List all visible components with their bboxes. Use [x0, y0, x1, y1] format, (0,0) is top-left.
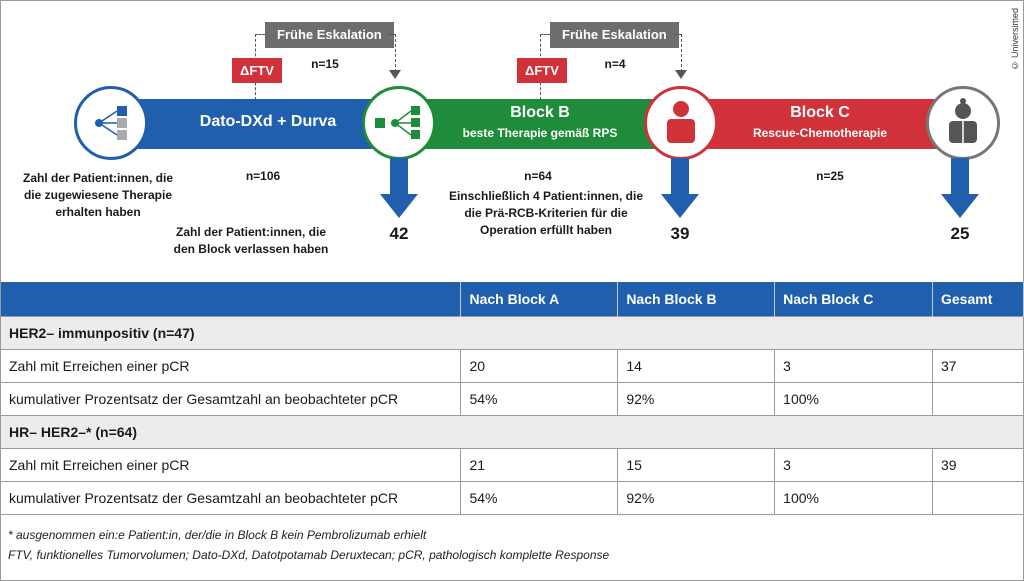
- table-cell: 37: [932, 349, 1024, 383]
- table-cell: Zahl mit Erreichen einer pCR: [0, 448, 462, 482]
- dftv-badge-2: ΔFTV: [517, 58, 567, 83]
- escalation-connector: [540, 34, 550, 35]
- block-b-bar: Block B beste Therapie gemäß RPS: [400, 99, 680, 149]
- exit-count-b: 39: [670, 224, 690, 243]
- table-row: Zahl mit Erreichen einer pCR 20 14 3 37: [0, 349, 1024, 383]
- table-row: kumulativer Prozentsatz der Gesamtzahl a…: [0, 382, 1024, 416]
- randomization-icon: [375, 106, 420, 139]
- down-arrow-icon: [941, 158, 979, 218]
- table-cell: 39: [932, 448, 1024, 482]
- table-cell: [932, 382, 1024, 416]
- section-title: HER2– immunpositiv (n=47): [0, 316, 1024, 350]
- footnote-exclusion: * ausgenommen ein:e Patient:in, der/die …: [8, 528, 427, 542]
- escalation-count-1: n=15: [311, 57, 339, 71]
- table-cell: 92%: [617, 382, 776, 416]
- table-section-row: HER2– immunpositiv (n=47): [0, 316, 1024, 350]
- table-cell: 100%: [774, 481, 933, 515]
- block-b-count: n=64: [524, 169, 552, 183]
- table-header-row: Nach Block A Nach Block B Nach Block C G…: [0, 282, 1024, 317]
- note-assigned-therapy: Zahl der Patient:innen, die die zugewies…: [22, 171, 174, 219]
- randomization-node: [74, 86, 148, 160]
- escalation-arrowhead: [675, 70, 687, 79]
- table-cell: [932, 481, 1024, 515]
- table-cell: 21: [460, 448, 619, 482]
- block-a-label: Dato-DXd + Durva: [199, 113, 337, 130]
- table-cell: kumulativer Prozentsatz der Gesamtzahl a…: [0, 382, 462, 416]
- table-cell: 92%: [617, 481, 776, 515]
- section-title: HR– HER2–* (n=64): [0, 415, 1024, 449]
- table-header-cell: Nach Block C: [774, 282, 933, 317]
- block-a-count: n=106: [245, 169, 281, 183]
- table-cell: 15: [617, 448, 776, 482]
- table-cell: 54%: [460, 382, 619, 416]
- table-row: Zahl mit Erreichen einer pCR 21 15 3 39: [0, 448, 1024, 482]
- early-escalation-label-1: Frühe Eskalation: [265, 22, 394, 48]
- table-header-cell: Nach Block A: [460, 282, 619, 317]
- escalation-connector: [674, 34, 681, 35]
- escalation-connector: [389, 34, 395, 35]
- surgery-node: [926, 86, 1000, 160]
- pcr-results-table: Nach Block A Nach Block B Nach Block C G…: [0, 282, 1024, 515]
- table-header-cell: Nach Block B: [617, 282, 776, 317]
- table-row: kumulativer Prozentsatz der Gesamtzahl a…: [0, 481, 1024, 515]
- note-left-block: Zahl der Patient:innen, die den Block ve…: [173, 225, 329, 256]
- table-cell: 3: [774, 448, 933, 482]
- block-a-bar: Dato-DXd + Durva: [108, 99, 408, 149]
- doctor-icon: [949, 98, 977, 143]
- table-cell: 54%: [460, 481, 619, 515]
- escalation-count-2: n=4: [604, 57, 626, 71]
- copyright-notice: © Universimed: [1010, 8, 1020, 71]
- block-b-subtitle: beste Therapie gemäß RPS: [462, 126, 618, 140]
- block-c-count: n=25: [816, 169, 844, 183]
- exit-count-c: 25: [950, 224, 970, 243]
- block-c-node: [644, 86, 718, 160]
- randomization-icon: [95, 106, 127, 140]
- table-header-cell: [0, 282, 462, 317]
- patient-icon: [667, 101, 695, 143]
- down-arrow-icon: [380, 158, 418, 218]
- table-section-row: HR– HER2–* (n=64): [0, 415, 1024, 449]
- block-b-title: Block B: [510, 104, 570, 121]
- table-cell: Zahl mit Erreichen einer pCR: [0, 349, 462, 383]
- block-c-title: Block C: [790, 104, 850, 121]
- table-header-cell: Gesamt: [932, 282, 1024, 317]
- escalation-connector: [255, 34, 265, 35]
- table-cell: 14: [617, 349, 776, 383]
- escalation-connector: [681, 34, 682, 72]
- table-cell: 100%: [774, 382, 933, 416]
- escalation-arrowhead: [389, 70, 401, 79]
- early-escalation-label-2: Frühe Eskalation: [550, 22, 679, 48]
- table-cell: 3: [774, 349, 933, 383]
- escalation-connector: [395, 34, 396, 72]
- table-cell: kumulativer Prozentsatz der Gesamtzahl a…: [0, 481, 462, 515]
- dftv-badge-1: ΔFTV: [232, 58, 282, 83]
- down-arrow-icon: [661, 158, 699, 218]
- exit-count-a: 42: [389, 224, 409, 243]
- block-c-bar: Block C Rescue-Chemotherapie: [680, 99, 960, 149]
- block-b-node: [362, 86, 436, 160]
- block-c-subtitle: Rescue-Chemotherapie: [752, 126, 888, 140]
- note-block-b: Einschließlich 4 Patient:innen, die die …: [448, 189, 644, 237]
- table-cell: 20: [460, 349, 619, 383]
- footnote-abbreviations: FTV, funktionelles Tumorvolumen; Dato-DX…: [8, 548, 610, 562]
